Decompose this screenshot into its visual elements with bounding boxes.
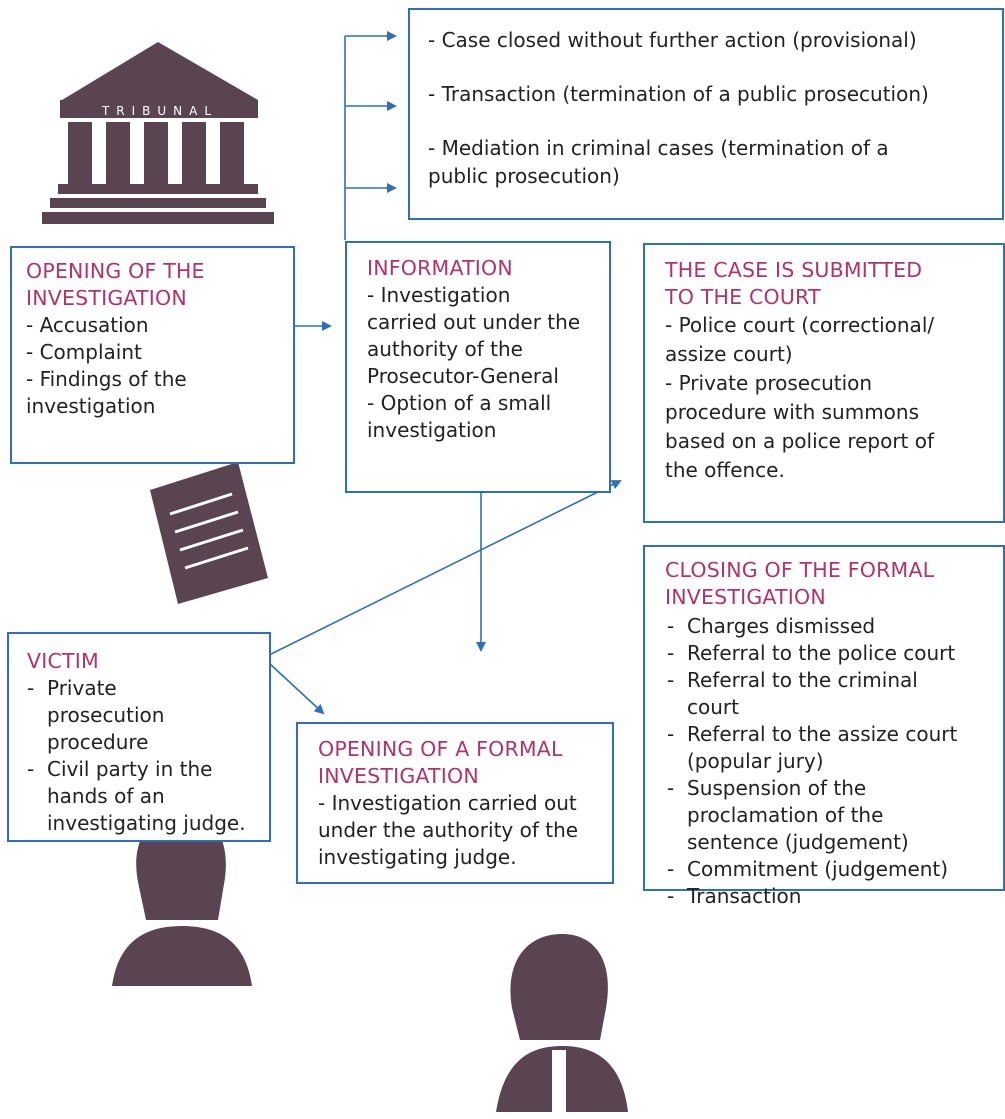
victim-box: VICTIM Private prosecution procedure Civ… bbox=[7, 632, 271, 842]
outcome-case-closed: - Case closed without further action (pr… bbox=[428, 28, 917, 52]
closing-title-2: INVESTIGATION bbox=[665, 585, 826, 609]
victim-title: VICTIM bbox=[27, 649, 99, 673]
tribunal-label: TRIBUNAL bbox=[101, 104, 219, 118]
formal-title-2: INVESTIGATION bbox=[318, 764, 479, 788]
victim-list: Private prosecution procedure Civil part… bbox=[27, 675, 252, 837]
court-line: assize court) bbox=[665, 342, 793, 366]
closing-item: Referral to the criminal court bbox=[667, 667, 927, 721]
information-title: INFORMATION bbox=[367, 256, 513, 280]
closing-title-1: CLOSING OF THE FORMAL bbox=[665, 558, 935, 582]
closing-investigation-box: CLOSING OF THE FORMAL INVESTIGATION Char… bbox=[643, 545, 1005, 910]
closing-item: Charges dismissed bbox=[667, 613, 993, 640]
formal-line: under the authority of the bbox=[318, 818, 579, 842]
opening-line: - Complaint bbox=[26, 340, 142, 364]
connector-lines bbox=[254, 31, 622, 715]
information-line: - Option of a small bbox=[367, 391, 552, 415]
information-line: Prosecutor-General bbox=[367, 364, 559, 388]
formal-title-1: OPENING OF A FORMAL bbox=[318, 737, 563, 761]
closing-item: Commitment (judgement) bbox=[667, 856, 993, 883]
formal-investigation-box: OPENING OF A FORMAL INVESTIGATION - Inve… bbox=[296, 722, 614, 884]
closing-item: Referral to the police court bbox=[667, 640, 993, 667]
closing-list: Charges dismissed Referral to the police… bbox=[667, 613, 993, 910]
information-box: INFORMATION - Investigation carried out … bbox=[345, 241, 611, 493]
information-line: investigation bbox=[367, 418, 497, 442]
court-line: procedure with summons bbox=[665, 400, 920, 424]
closing-item: Referral to the assize court (popular ju… bbox=[667, 721, 987, 775]
formal-line: investigating judge. bbox=[318, 845, 517, 869]
court-line: based on a police report of bbox=[665, 429, 935, 453]
court-submission-box: THE CASE IS SUBMITTED TO THE COURT - Pol… bbox=[643, 243, 1005, 523]
court-line: - Private prosecution bbox=[665, 371, 873, 395]
opening-title-1: OPENING OF THE bbox=[26, 259, 205, 283]
court-line: - Police court (correctional/ bbox=[665, 313, 935, 337]
information-line: carried out under the bbox=[367, 310, 581, 334]
information-line: - Investigation bbox=[367, 283, 511, 307]
opening-title-2: INVESTIGATION bbox=[26, 286, 187, 310]
closing-item: Suspension of the proclamation of the se… bbox=[667, 775, 932, 856]
information-line: authority of the bbox=[367, 337, 523, 361]
outcome-mediation: - Mediation in criminal cases (terminati… bbox=[428, 136, 889, 160]
man-silhouette-icon bbox=[496, 934, 628, 1112]
court-title-1: THE CASE IS SUBMITTED bbox=[665, 258, 923, 282]
opening-line: investigation bbox=[26, 394, 156, 418]
outcome-mediation-cont: public prosecution) bbox=[428, 164, 620, 188]
opening-line: - Accusation bbox=[26, 313, 149, 337]
opening-line: - Findings of the bbox=[26, 367, 187, 391]
victim-item: Private prosecution procedure bbox=[27, 675, 237, 756]
court-line: the offence. bbox=[665, 458, 785, 482]
outcome-transaction: - Transaction (termination of a public p… bbox=[428, 82, 929, 106]
victim-item: Civil party in the hands of an investiga… bbox=[27, 756, 257, 837]
formal-line: - Investigation carried out bbox=[318, 791, 577, 815]
document-icon bbox=[150, 462, 268, 604]
court-title-2: TO THE COURT bbox=[665, 285, 821, 309]
opening-investigation-box: OPENING OF THE INVESTIGATION - Accusatio… bbox=[10, 246, 295, 464]
courthouse-icon bbox=[42, 42, 274, 224]
outcomes-box: - Case closed without further action (pr… bbox=[408, 8, 1004, 220]
closing-item: Transaction bbox=[667, 883, 993, 910]
